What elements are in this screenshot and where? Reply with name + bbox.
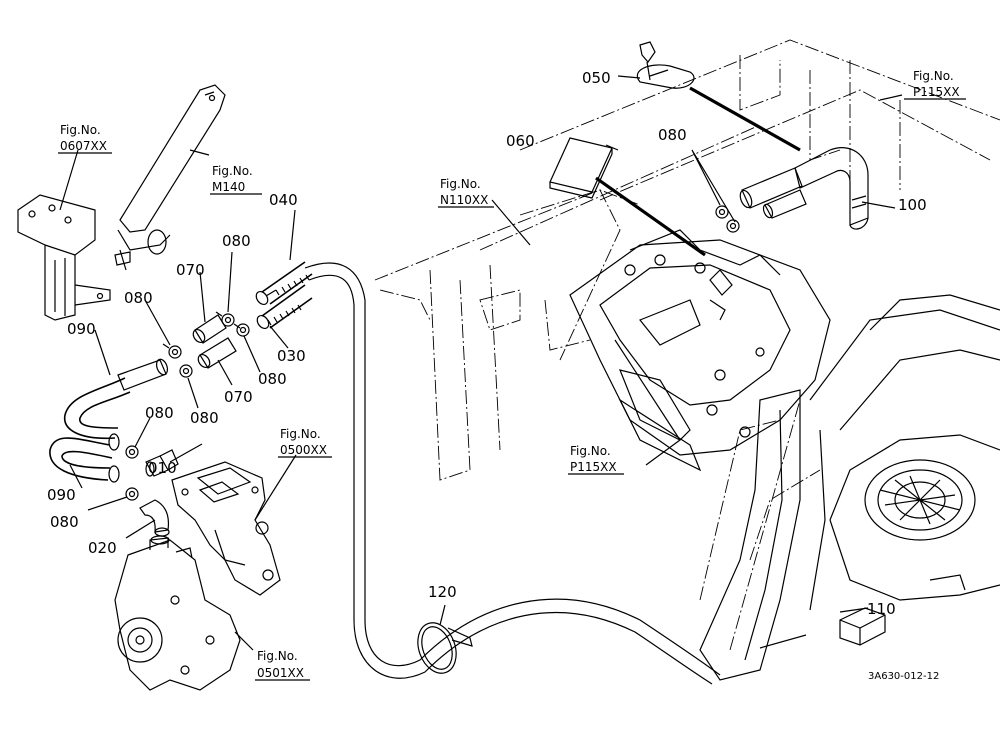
figref-0501xx: Fig.No. 0501XX [255,649,310,681]
svg-text:N110XX: N110XX [440,193,488,207]
mounting-bracket [17,194,111,321]
label-010: 010 [148,459,177,477]
clamp-080-c [162,343,182,359]
svg-text:P115XX: P115XX [570,460,617,474]
clamp-080-d [179,364,193,378]
figref-0607xx: Fig.No. 0607XX [58,123,112,154]
label-070-lower: 070 [224,388,253,406]
bracket-arm [114,84,226,271]
label-090-lower: 090 [47,486,76,504]
clamp-080-e [125,445,139,459]
svg-text:0501XX: 0501XX [257,666,304,680]
figref-n110xx: Fig.No. N110XX [438,177,494,208]
drawing-code: 3A630-012-12 [868,671,939,682]
label-090-upper: 090 [67,320,96,338]
svg-text:Fig.No.: Fig.No. [257,649,298,663]
thermostat-housing [171,461,281,596]
hose-clamp-120 [417,622,473,674]
svg-text:M140: M140 [212,180,245,194]
leader-lines [59,75,903,651]
label-080-center: 080 [190,409,219,427]
label-080-mid: 080 [145,404,174,422]
clamp-080-a [215,311,241,329]
label-080-upper-right: 080 [658,126,687,144]
label-080-left: 080 [124,289,153,307]
water-pump [114,535,241,691]
label-030: 030 [277,347,306,365]
hose-090-lower [49,433,120,483]
clamp-080-b [236,323,250,337]
pipe-070-lower [197,337,237,369]
pipe-100 [794,147,869,230]
label-110: 110 [867,600,896,618]
label-050: 050 [582,69,611,87]
svg-text:Fig.No.: Fig.No. [280,427,321,441]
pipe-070-upper [192,314,227,344]
figref-p115xx-top: Fig.No. P115XX [904,69,966,100]
hose-040 [255,261,313,306]
coolant-hose-main [304,262,721,685]
svg-text:Fig.No.: Fig.No. [212,164,253,178]
label-070-upper: 070 [176,261,205,279]
leader-lines-thick [595,86,801,257]
figref-p115xx-center: Fig.No. P115XX [568,444,624,475]
label-020: 020 [88,539,117,557]
label-100: 100 [898,196,927,214]
pad-060 [549,137,613,199]
hose-right-upper [739,167,807,219]
clip-050 [636,41,695,89]
svg-text:Fig.No.: Fig.No. [913,69,954,83]
hose-030 [256,284,313,330]
elbow-020 [139,499,170,537]
svg-text:0500XX: 0500XX [280,443,327,457]
blower-assembly [809,294,1000,601]
fitting-010 [145,449,179,477]
label-080-right: 080 [258,370,287,388]
label-080-bottom: 080 [50,513,79,531]
svg-text:Fig.No.: Fig.No. [60,123,101,137]
label-120: 120 [428,583,457,601]
label-060: 060 [506,132,535,150]
svg-text:P115XX: P115XX [913,85,960,99]
clamp-080-g [715,205,740,233]
clamp-080-f [125,487,139,501]
svg-text:Fig.No.: Fig.No. [440,177,481,191]
hose-090-upper [63,358,169,440]
air-duct [699,389,826,681]
frame-outline [374,39,1000,651]
figref-0500xx: Fig.No. 0500XX [278,427,332,458]
figref-m140: Fig.No. M140 [210,164,262,195]
label-040: 040 [269,191,298,209]
svg-text:Fig.No.: Fig.No. [570,444,611,458]
svg-text:0607XX: 0607XX [60,139,107,153]
heater-unit [569,229,831,472]
label-080-top: 080 [222,232,251,250]
